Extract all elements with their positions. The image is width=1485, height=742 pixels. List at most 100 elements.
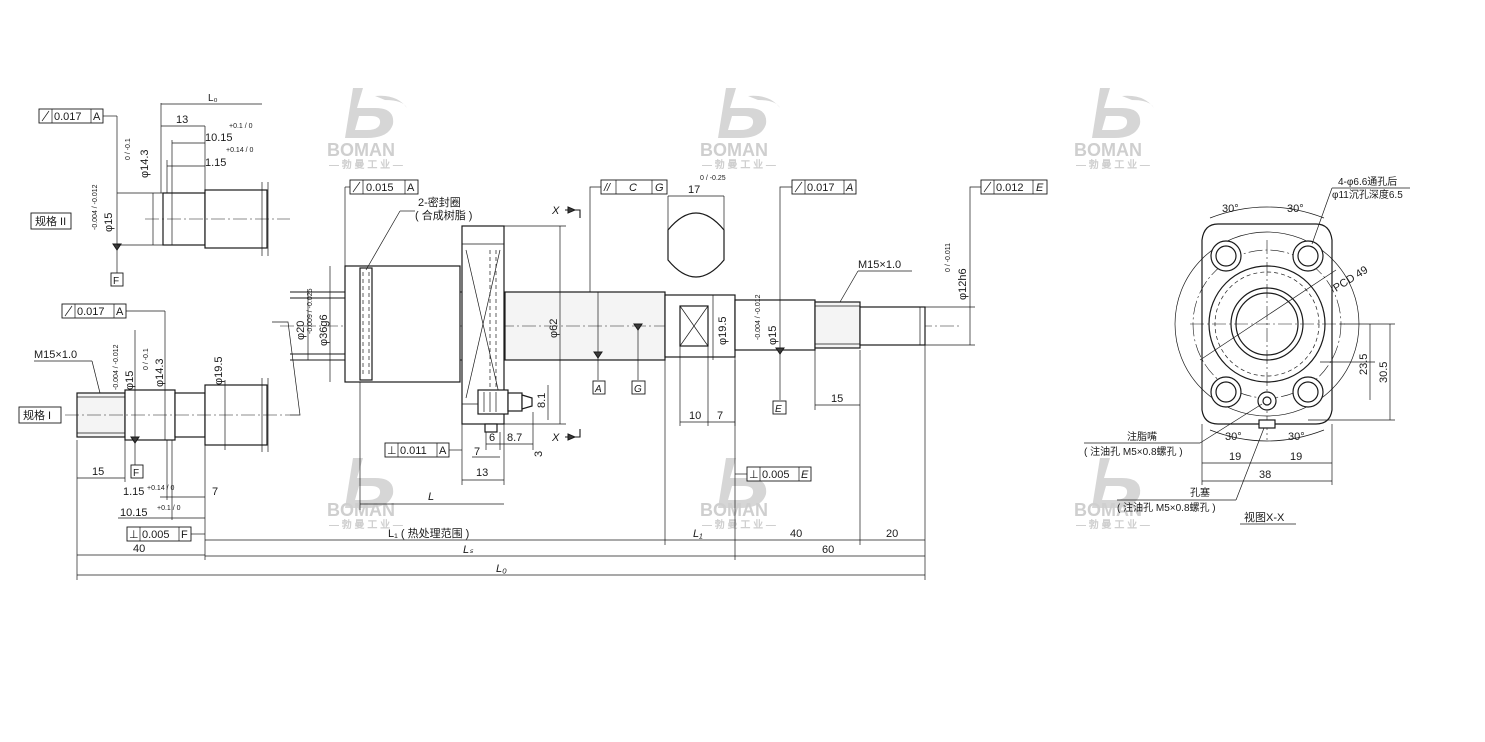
right-phi15: φ15 — [767, 326, 779, 345]
section-x-bottom: X — [551, 432, 560, 444]
dim-l1-heat: L₁ ( 热处理范围 ) — [388, 526, 469, 540]
datum-a-ref: A — [116, 306, 124, 318]
watermark-group: BOMAN — 勃 曼 工 业 — BOMAN — 勃 曼 工 业 — BOMA… — [327, 88, 1154, 531]
spec2-dim-13: 13 — [176, 114, 188, 126]
spec1-dim-1015-tol: +0.1 / 0 — [157, 505, 181, 512]
right-dim-40: 40 — [790, 528, 802, 540]
runout-value: 0.017 — [807, 182, 835, 194]
watermark-brand: BOMAN — [700, 140, 768, 160]
watermark-subtitle: — 勃 曼 工 业 — — [702, 158, 776, 171]
watermark-brand: BOMAN — [1074, 500, 1142, 520]
watermark-brand: BOMAN — [700, 500, 768, 520]
grease-nipple-hex — [507, 392, 523, 412]
spec2-phi15: φ15 — [103, 213, 115, 232]
dim-lo: L₀ — [496, 563, 507, 575]
perp-value: 0.011 — [400, 445, 427, 457]
nut-dim-87: 8.7 — [507, 432, 522, 444]
spec2-lo-label: L₀ — [208, 93, 218, 104]
seal-left — [359, 267, 373, 381]
view-dim-19a: 19 — [1229, 451, 1241, 463]
perp-frame-e: ⊥ 0.005 E — [746, 466, 812, 482]
right-dim-60: 60 — [822, 544, 834, 556]
runout-frame-e: 0.012 E — [980, 179, 1048, 195]
right-dim-20: 20 — [886, 528, 898, 540]
spec1-phi143-tol: 0 / -0.1 — [143, 348, 150, 370]
spec2-dim-115: 1.15 — [205, 157, 226, 169]
runout-value: 0.012 — [996, 182, 1024, 194]
view-dim-305: 30.5 — [1378, 362, 1390, 383]
angle-tl: 30° — [1222, 203, 1239, 215]
svg-text:⊥: ⊥ — [129, 529, 139, 541]
datum-a-ref: A — [407, 182, 415, 194]
watermark-subtitle: — 勃 曼 工 业 — — [1076, 518, 1150, 531]
datum-f-ref: F — [181, 529, 188, 541]
right-journal — [734, 299, 816, 351]
watermark-5: BOMAN — 勃 曼 工 业 — — [700, 458, 776, 531]
spec1-dim-115-tol: +0.14 / 0 — [147, 485, 175, 492]
spec-2-end-detail: L₀ 13 10.15 +0.1 / 0 1.15 +0.14 / 0 φ14.… — [30, 93, 290, 287]
bolt-hole-tr — [1292, 240, 1324, 272]
runout-value: 0.017 — [54, 111, 82, 123]
right-m15-label: M15×1.0 — [858, 259, 901, 271]
datum-e-label: E — [775, 404, 782, 415]
angle-br: 30° — [1288, 431, 1305, 443]
spec1-phi15: φ15 — [124, 371, 136, 390]
spec1-dim-15: 15 — [92, 466, 104, 478]
right-phi12: φ12h6 — [957, 268, 969, 300]
runout-frame-nut: 0.015 A — [349, 179, 419, 195]
plug-label-1: 孔塞 — [1190, 486, 1210, 499]
nut-dim-81: 8.1 — [536, 393, 548, 408]
grease-label-1: 注脂嘴 — [1127, 430, 1157, 443]
view-dim-235: 23.5 — [1358, 354, 1370, 375]
perp-frame-a: ⊥ 0.011 A — [384, 442, 450, 458]
watermark-4: BOMAN — 勃 曼 工 业 — — [327, 458, 403, 531]
spec1-dim-115: 1.15 — [123, 486, 144, 498]
right-tip — [859, 306, 926, 346]
watermark-subtitle: — 勃 曼 工 业 — — [329, 518, 403, 531]
datum-a-ref: A — [845, 182, 853, 194]
datum-a-label: A — [594, 384, 602, 395]
perp-value: 0.005 — [762, 469, 790, 481]
runout-value: 0.015 — [366, 182, 394, 194]
plug — [484, 423, 498, 433]
flat-dim-17-tol: 0 / -0.25 — [700, 175, 726, 182]
spec2-phi143: φ14.3 — [139, 149, 151, 178]
nut-phi36: φ36g6 — [318, 314, 330, 346]
runout-frame-spec2: 0.017 A — [38, 108, 104, 124]
datum-a-ref: A — [439, 445, 447, 457]
nut-dim-L: L — [428, 491, 434, 503]
watermark-brand: BOMAN — [327, 140, 395, 160]
dim-l1: L₁ — [693, 528, 703, 540]
grease-nipple — [477, 389, 509, 415]
runout-value: 0.017 — [77, 306, 105, 318]
angle-tr: 30° — [1287, 203, 1304, 215]
spec1-phi15-tol: -0.004 / -0.012 — [113, 344, 120, 390]
spec-2-label: 规格 II — [35, 214, 66, 228]
parallel-ref-c: C — [629, 182, 637, 194]
svg-text://: // — [603, 182, 611, 194]
holes-label-1: 4-φ6.6通孔后 — [1338, 176, 1397, 188]
right-thread — [814, 301, 861, 349]
spec-1-label: 规格 I — [23, 408, 51, 422]
seal-label: 2-密封圈 — [418, 195, 461, 209]
spec1-phi195: φ19.5 — [213, 356, 225, 385]
spec2-phi143-tol: 0 / -0.1 — [125, 138, 132, 160]
datum-e-ref: E — [1036, 182, 1044, 194]
shaft-dim-10: 10 — [689, 410, 701, 422]
seal-sublabel: ( 合成树脂 ) — [415, 208, 472, 222]
nut-dim-7: 7 — [474, 446, 480, 458]
perp-frame-f: ⊥ 0.005 F — [126, 526, 192, 542]
plug-label-2: ( 注油孔 M5×0.8螺孔 ) — [1117, 501, 1216, 514]
holes-label-2: φ11沉孔深度6.5 — [1332, 188, 1403, 201]
datum-g-label: G — [634, 384, 642, 395]
datum-a-ref: A — [93, 111, 101, 123]
watermark-subtitle: — 勃 曼 工 业 — — [1076, 158, 1150, 171]
spec2-dim-1015-tol: +0.1 / 0 — [229, 123, 253, 130]
datum-e-ref: E — [801, 469, 809, 481]
runout-frame-right: 0.017 A — [791, 179, 857, 195]
shaft-phi195: φ19.5 — [717, 316, 729, 345]
shaft-dim-7: 7 — [717, 410, 723, 422]
parallel-frame: // C G — [600, 179, 668, 195]
ball-screw-assembly: 2-密封圈 ( 合成树脂 ) φ20 φ36g6 -0.009 / -0.025… — [77, 175, 1048, 580]
